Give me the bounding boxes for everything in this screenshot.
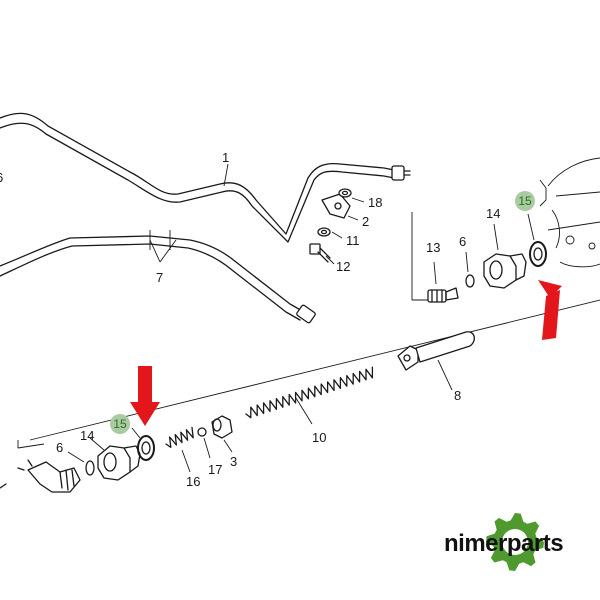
red-arrow-lower bbox=[130, 366, 160, 426]
washer-11 bbox=[317, 227, 331, 237]
callout-7: 7 bbox=[156, 270, 163, 285]
callout-10: 10 bbox=[312, 430, 326, 445]
ball-17 bbox=[197, 427, 211, 459]
pipe-7-fitting bbox=[296, 304, 316, 324]
pipe-1-fitting bbox=[391, 165, 405, 181]
fitting-13 bbox=[427, 261, 459, 303]
callout-6-upper: 6 bbox=[459, 234, 466, 249]
cap-3 bbox=[211, 415, 233, 453]
spring-16 bbox=[165, 426, 194, 473]
pipe-1 bbox=[0, 112, 411, 243]
spring-10 bbox=[245, 366, 374, 425]
callout-15-lower: 15 bbox=[113, 417, 127, 431]
callout-16: 16 bbox=[186, 474, 200, 489]
washer-15-lower bbox=[131, 427, 155, 461]
callout-left-edge: 6 bbox=[0, 170, 3, 185]
callout-17: 17 bbox=[208, 462, 222, 477]
callout-14-upper: 14 bbox=[486, 206, 500, 221]
brand-name: nimerparts bbox=[444, 530, 563, 557]
callout-6-lower: 6 bbox=[56, 440, 63, 455]
callout-8: 8 bbox=[454, 388, 461, 403]
washer-6-lower bbox=[67, 451, 95, 476]
washer-15-upper bbox=[527, 213, 547, 267]
washer-6-upper bbox=[465, 251, 475, 288]
pump-housing bbox=[539, 157, 600, 268]
elbow-fitting bbox=[0, 459, 81, 493]
highlight-15-lower: 15 bbox=[110, 414, 130, 434]
highlight-15-upper: 15 bbox=[515, 191, 535, 211]
nut-14-lower bbox=[89, 437, 141, 481]
callout-1: 1 bbox=[222, 150, 229, 165]
callout-2: 2 bbox=[362, 214, 369, 229]
clamp-2 bbox=[321, 193, 351, 219]
red-arrow-upper bbox=[538, 280, 562, 340]
callout-11: 11 bbox=[346, 233, 360, 248]
screw-12 bbox=[309, 243, 331, 263]
washer-18 bbox=[338, 188, 352, 198]
callout-3: 3 bbox=[230, 454, 237, 469]
callout-13: 13 bbox=[426, 240, 440, 255]
callout-12: 12 bbox=[336, 259, 350, 274]
gear-icon bbox=[486, 513, 544, 571]
pipe-7 bbox=[0, 230, 316, 324]
callout-18: 18 bbox=[368, 195, 382, 210]
callout-15-upper: 15 bbox=[518, 194, 532, 208]
nut-14-upper bbox=[483, 223, 527, 289]
callout-14-lower: 14 bbox=[80, 428, 94, 443]
brand-logo: nimerparts bbox=[444, 513, 564, 571]
